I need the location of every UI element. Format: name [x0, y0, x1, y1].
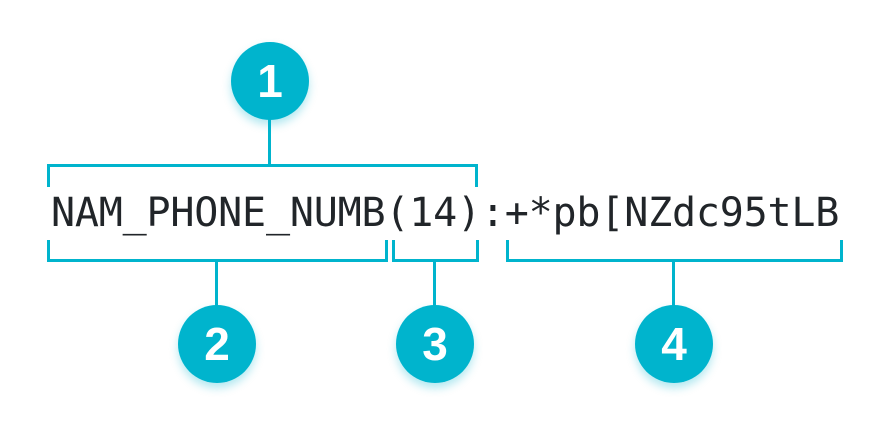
callout-badge-3: 3 — [396, 305, 474, 383]
bracket-value — [506, 240, 843, 262]
callout-2-connector-line — [215, 261, 218, 306]
bracket-field-name — [47, 240, 388, 262]
callout-number-3: 3 — [422, 318, 448, 370]
callout-badge-1: 1 — [231, 42, 309, 120]
segment-length: (14) — [385, 190, 481, 236]
segment-value: +*pb[NZdc95tLB — [504, 190, 840, 236]
callout-4-connector-line — [672, 261, 675, 306]
bracket-length — [392, 240, 479, 262]
callout-number-4: 4 — [661, 318, 687, 370]
bracket-name-and-length — [47, 164, 478, 187]
callout-1-connector-line — [268, 118, 271, 165]
callout-badge-4: 4 — [635, 305, 713, 383]
callout-3-connector-line — [433, 261, 436, 306]
callout-badge-2: 2 — [178, 305, 256, 383]
segment-field-name: NAM_PHONE_NUMB — [51, 190, 386, 236]
callout-number-1: 1 — [257, 55, 283, 107]
segment-separator: : — [480, 190, 505, 236]
callout-number-2: 2 — [204, 318, 230, 370]
annotated-string: NAM_PHONE_NUMB(14):+*pb[NZdc95tLB — [51, 189, 839, 237]
